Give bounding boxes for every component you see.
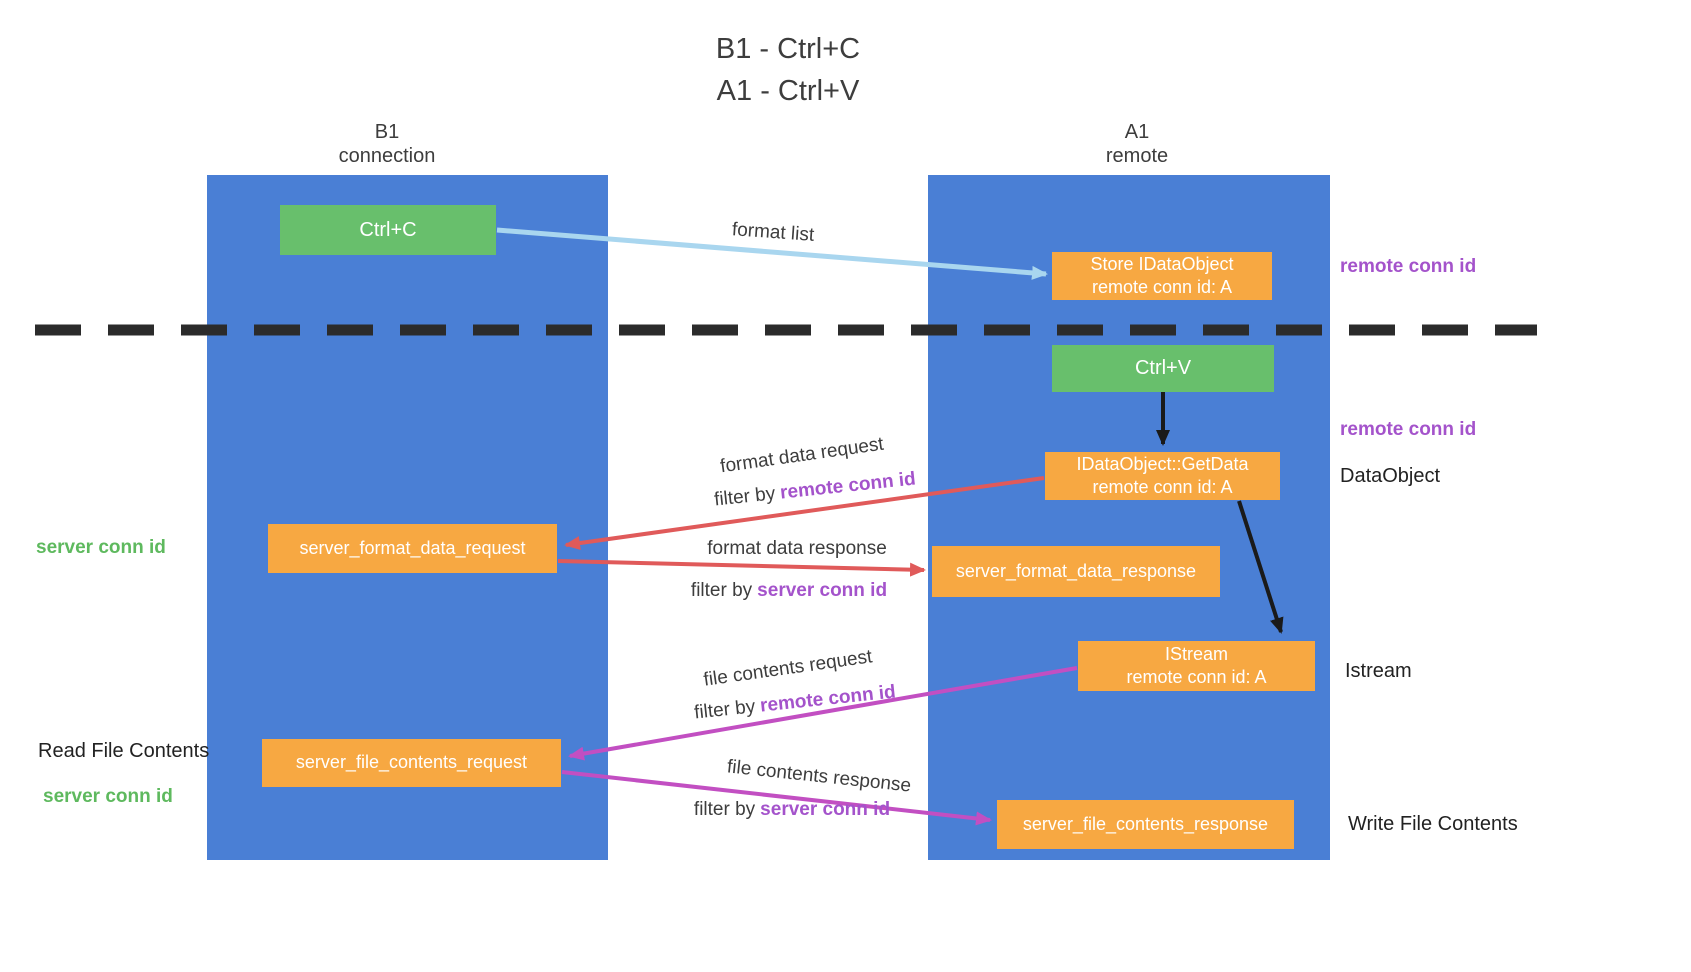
lane-a1-name: A1 <box>1124 121 1150 143</box>
lane-label-a1: A1 remote <box>1106 120 1168 168</box>
node-server-file-contents-response: server_file_contents_response <box>997 800 1294 849</box>
title-line-2: A1 - Ctrl+V <box>716 75 860 108</box>
filter-by-text-4: filter by <box>693 799 756 820</box>
node-server-format-data-request: server_format_data_request <box>268 524 557 573</box>
node-file-request-label: server_file_contents_request <box>295 752 528 773</box>
side-label-remote-conn-id-mid: remote conn id <box>1340 419 1477 440</box>
lane-b1-name: B1 <box>374 121 400 143</box>
getdata-to-istream-arrow <box>1237 500 1284 634</box>
node-ctrl-v-label: Ctrl+V <box>1134 357 1192 379</box>
server-conn-id-text-1: server conn id <box>757 580 888 601</box>
node-ctrl-c-label: Ctrl+C <box>359 218 417 241</box>
node-server-file-contents-request: server_file_contents_request <box>262 739 561 787</box>
title-line-1: B1 - Ctrl+C <box>715 33 861 65</box>
node-format-response-label: server_format_data_response <box>955 560 1197 581</box>
node-getdata-line2: remote conn id: A <box>1092 477 1233 497</box>
node-getdata-line1: IDataObject::GetData <box>1076 453 1249 474</box>
side-label-dataobject: DataObject <box>1340 465 1441 487</box>
node-ctrl-c: Ctrl+C <box>280 205 496 255</box>
format-list-arrow <box>496 227 1048 280</box>
node-store-idataobject: Store IDataObject remote conn id: A <box>1052 252 1272 300</box>
node-ctrl-v: Ctrl+V <box>1052 345 1274 392</box>
side-label-server-conn-id-bottom: server conn id <box>43 786 173 807</box>
format-data-response-arrow <box>557 559 926 577</box>
filter-by-text-2: filter by <box>690 580 753 601</box>
side-label-istream: Istream <box>1345 660 1412 682</box>
format-data-request-arrow <box>564 476 1045 550</box>
node-format-request-label: server_format_data_request <box>299 537 526 558</box>
node-store-idataobject-line2: remote conn id: A <box>1091 277 1233 297</box>
node-istream-line1: IStream <box>1164 643 1229 664</box>
node-idataobject-getdata: IDataObject::GetData remote conn id: A <box>1045 452 1280 500</box>
file-contents-response-arrow <box>561 770 992 826</box>
side-label-read-file-contents: Read File Contents <box>38 740 210 762</box>
server-conn-id-text-2: server conn id <box>760 799 891 820</box>
node-server-format-data-response: server_format_data_response <box>932 546 1220 597</box>
side-label-remote-conn-id-top: remote conn id <box>1340 256 1477 277</box>
lane-b1-sub: connection <box>338 145 436 167</box>
lane-label-b1: B1 connection <box>339 120 436 168</box>
node-istream-line2: remote conn id: A <box>1126 667 1267 687</box>
node-istream: IStream remote conn id: A <box>1078 641 1315 691</box>
node-file-response-label: server_file_contents_response <box>1022 813 1269 834</box>
label-format-data-response: format data response <box>707 538 887 559</box>
side-label-server-conn-id-mid: server conn id <box>36 537 166 558</box>
file-contents-request-arrow <box>568 666 1078 761</box>
diagram-title: B1 - Ctrl+C A1 - Ctrl+V <box>716 28 860 112</box>
side-label-write-file-contents: Write File Contents <box>1348 813 1518 835</box>
node-store-idataobject-line1: Store IDataObject <box>1090 253 1234 274</box>
lane-a1-sub: remote <box>1105 145 1169 167</box>
